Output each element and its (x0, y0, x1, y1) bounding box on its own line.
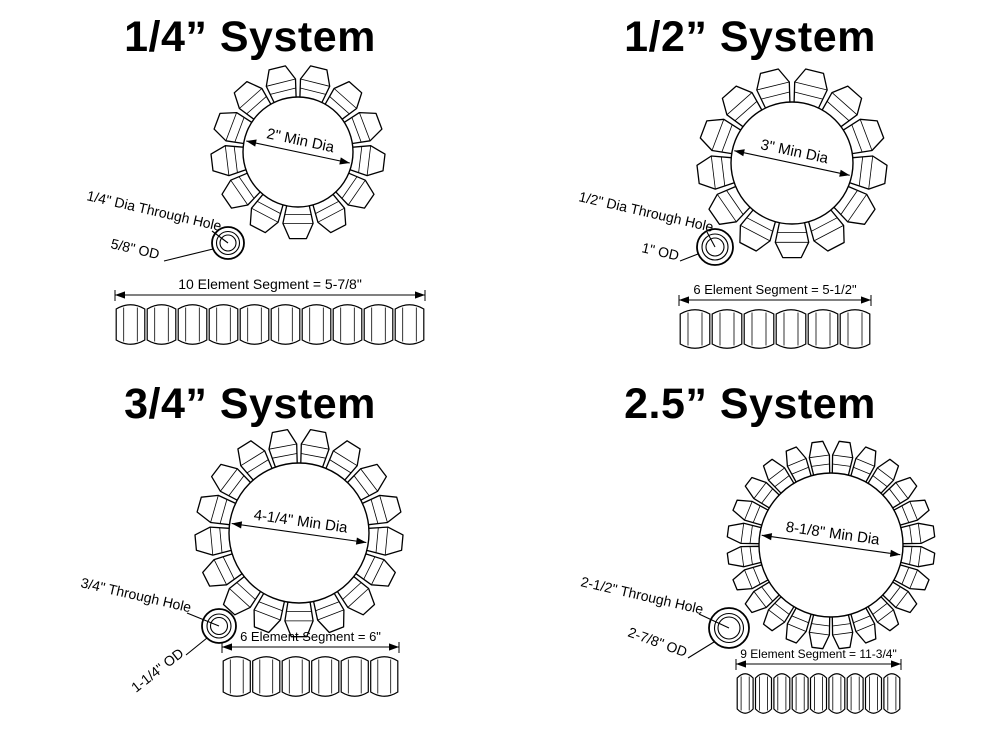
coil-ring (194, 428, 404, 638)
od-label: 2-7/8" OD (626, 624, 690, 660)
segment-dimension: 6 Element Segment = 6" (221, 629, 400, 653)
segment-strip (679, 309, 871, 349)
segment-strip (115, 304, 425, 345)
segment-strip (222, 656, 399, 697)
min-dia-dimension (761, 533, 901, 557)
washer (211, 226, 245, 260)
segment-dimension: 10 Element Segment = 5-7/8" (114, 276, 426, 301)
segment-dimension: 6 Element Segment = 5-1/2" (678, 282, 872, 306)
od-label: 1-1/4" OD (128, 645, 187, 696)
segment-length-label: 9 Element Segment = 11-3/4" (740, 647, 896, 661)
page-title: 3/4” System (124, 380, 376, 428)
segment-length-label: 6 Element Segment = 5-1/2" (693, 282, 857, 297)
through-hole-label: 2-1/2" Through Hole (579, 573, 705, 617)
min-dia-dimension (246, 139, 350, 165)
through-hole-label: 3/4" Through Hole (79, 574, 193, 615)
through-hole-label: 1/2" Dia Through Hole (577, 188, 715, 235)
od-label: 5/8" OD (109, 235, 161, 262)
segment-dimension: 9 Element Segment = 11-3/4" (735, 647, 902, 670)
segment-length-label: 6 Element Segment = 6" (240, 629, 381, 644)
segment-strip (736, 673, 901, 714)
min-dia-dimension (231, 521, 367, 545)
washer (696, 228, 734, 266)
page-title: 2.5” System (624, 380, 876, 428)
washer (708, 607, 750, 649)
od-label: 1" OD (640, 239, 680, 263)
through-hole-label: 1/4" Dia Through Hole (85, 187, 223, 234)
washer (201, 608, 237, 644)
page-title: 1/4” System (124, 13, 376, 61)
page-title: 1/2” System (624, 13, 876, 61)
min-dia-dimension (734, 149, 850, 177)
segment-length-label: 10 Element Segment = 5-7/8" (178, 276, 362, 292)
